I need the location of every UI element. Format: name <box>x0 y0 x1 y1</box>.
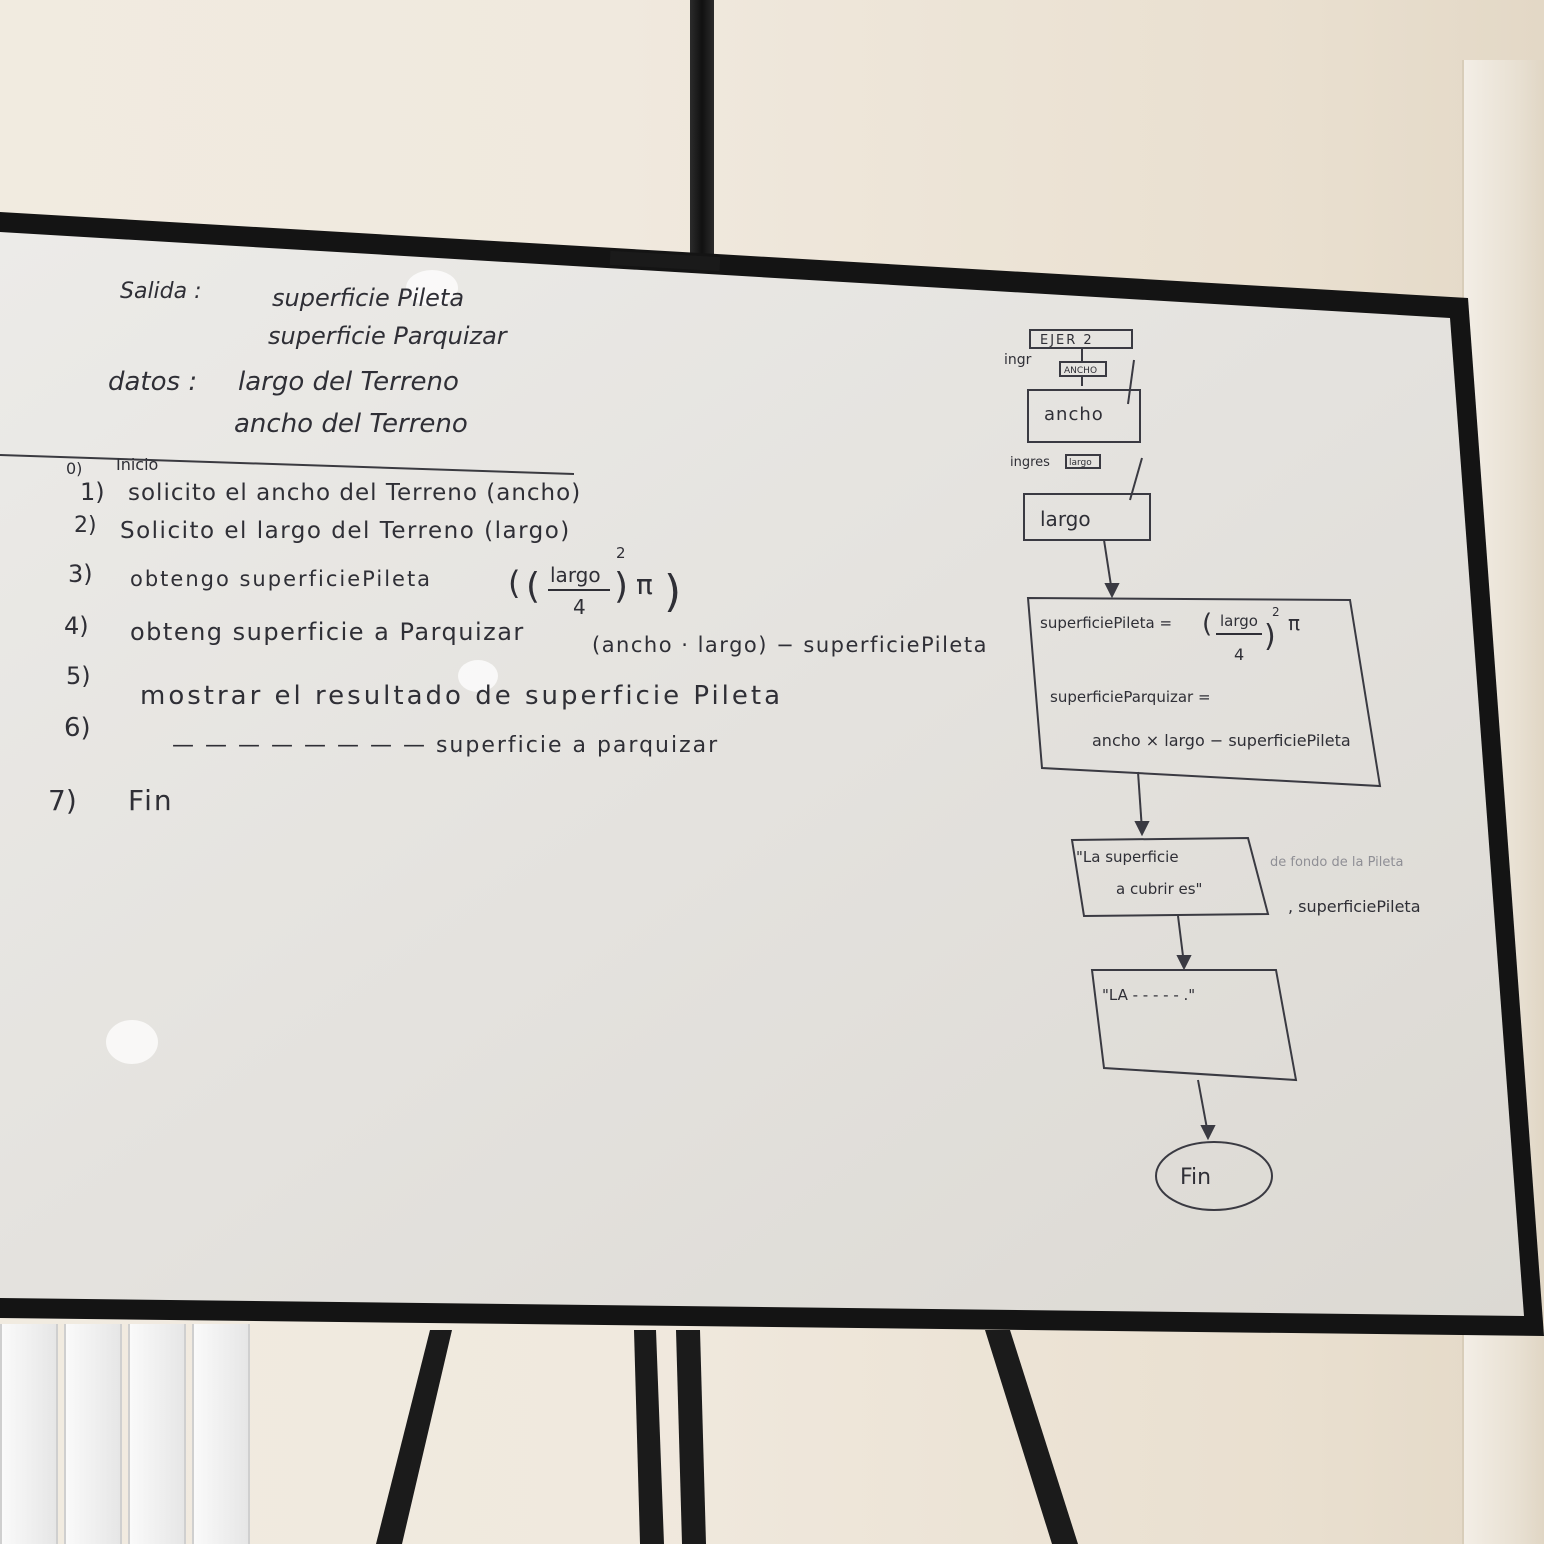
step-1-number: 1) <box>80 478 105 506</box>
salida-item-2: superficie Parquizar <box>268 322 509 350</box>
step-1-text: solicito el ancho del Terreno (ancho) <box>128 480 581 506</box>
flow-output1-side1: de fondo de la Pileta <box>1270 855 1403 870</box>
flow-process-line2: superficieParquizar = <box>1050 688 1211 706</box>
header-notes: Salida : superficie Pileta superficie Pa… <box>108 279 509 439</box>
step-6-text: — — — — — — — — superficie a parquizar <box>172 733 719 758</box>
flow-input1-prefix: ingr <box>1004 352 1032 368</box>
step-7-text: Fin <box>128 784 174 817</box>
step-3-text: obtengo superficiePileta <box>130 567 432 591</box>
step-4-text: obteng superficie a Parquizar <box>130 618 525 646</box>
flow-box2-label: largo <box>1040 507 1091 531</box>
flow-input1-tag: ANCHO <box>1064 366 1097 376</box>
step-2-number: 2) <box>74 513 97 538</box>
flow-output2-label: "LA - - - - - ." <box>1102 986 1195 1004</box>
salida-label: Salida : <box>120 279 202 304</box>
step-3-number: 3) <box>68 560 93 588</box>
flow-input2-tag-box <box>1065 454 1101 469</box>
flow-process-formula: ( largo 4 ) 2 π <box>1202 605 1300 664</box>
flow-output1-line2: a cubrir es" <box>1116 880 1202 898</box>
svg-text:2: 2 <box>616 544 626 562</box>
svg-text:(: ( <box>526 566 540 607</box>
datos-item-1: largo del Terreno <box>238 367 459 397</box>
flowchart <box>1023 329 1382 1211</box>
step-3-formula: ( ( largo 4 ) 2 π ) <box>508 544 681 619</box>
svg-text:π: π <box>1288 611 1300 635</box>
flow-start-label: EJER 2 <box>1040 333 1094 348</box>
svg-text:(: ( <box>508 564 520 602</box>
flowchart-labels: EJER 2 ingr ANCHO ancho ingres largo lar… <box>1004 333 1421 1190</box>
svg-text:4: 4 <box>573 595 586 619</box>
svg-text:2: 2 <box>1272 605 1280 619</box>
whiteboard-surface <box>0 232 1524 1316</box>
svg-text:): ) <box>614 566 628 607</box>
step-5-number: 5) <box>66 662 91 690</box>
flow-box-largo <box>1023 493 1151 541</box>
datos-label: datos : <box>108 367 197 397</box>
light-glare <box>106 270 498 1064</box>
svg-text:largo: largo <box>1220 612 1258 630</box>
datos-item-2: ancho del Terreno <box>234 409 468 439</box>
flow-input2-tag: largo <box>1069 458 1092 468</box>
svg-text:): ) <box>664 566 681 617</box>
flow-output1-line1: "La superficie <box>1076 848 1179 866</box>
step-4-number: 4) <box>64 612 89 640</box>
flow-box-ancho <box>1027 389 1141 443</box>
flow-output1-box <box>1070 836 1270 918</box>
step-7-number: 7) <box>48 784 77 817</box>
svg-text:(: ( <box>1202 609 1212 639</box>
flow-process-line3: ancho × largo − superficiePileta <box>1092 731 1351 750</box>
svg-text:π: π <box>636 568 653 601</box>
flow-output1-side2: , superficiePileta <box>1288 897 1421 916</box>
flow-process-line1: superficiePileta = <box>1040 614 1172 632</box>
step-0-number: 0) <box>66 459 82 478</box>
flow-end-label: Fin <box>1180 1165 1211 1190</box>
flow-end-terminal <box>1155 1141 1273 1211</box>
step-5-text: mostrar el resultado de superficie Pilet… <box>140 681 783 711</box>
step-0-text: Inicio <box>116 455 158 474</box>
svg-text:4: 4 <box>1234 645 1244 664</box>
flow-box1-label: ancho <box>1044 404 1104 425</box>
steps-list: 0) Inicio 1) solicito el ancho del Terre… <box>48 455 988 817</box>
flow-process-box <box>1026 596 1382 788</box>
easel-legs <box>376 1330 1078 1544</box>
easel-top-mast <box>690 0 714 262</box>
step-4-formula: (ancho · largo) − superficiePileta <box>592 633 988 657</box>
salida-item-1: superficie Pileta <box>272 284 464 312</box>
step-6-number: 6) <box>64 713 91 743</box>
flow-input2-prefix: ingres <box>1010 455 1050 470</box>
radiator <box>0 1324 250 1544</box>
svg-text:): ) <box>1264 619 1276 654</box>
svg-text:largo: largo <box>550 563 601 587</box>
step-2-text: Solicito el largo del Terreno (largo) <box>120 518 571 544</box>
flow-output2-box <box>1090 969 1298 1082</box>
divider-line <box>0 454 575 475</box>
